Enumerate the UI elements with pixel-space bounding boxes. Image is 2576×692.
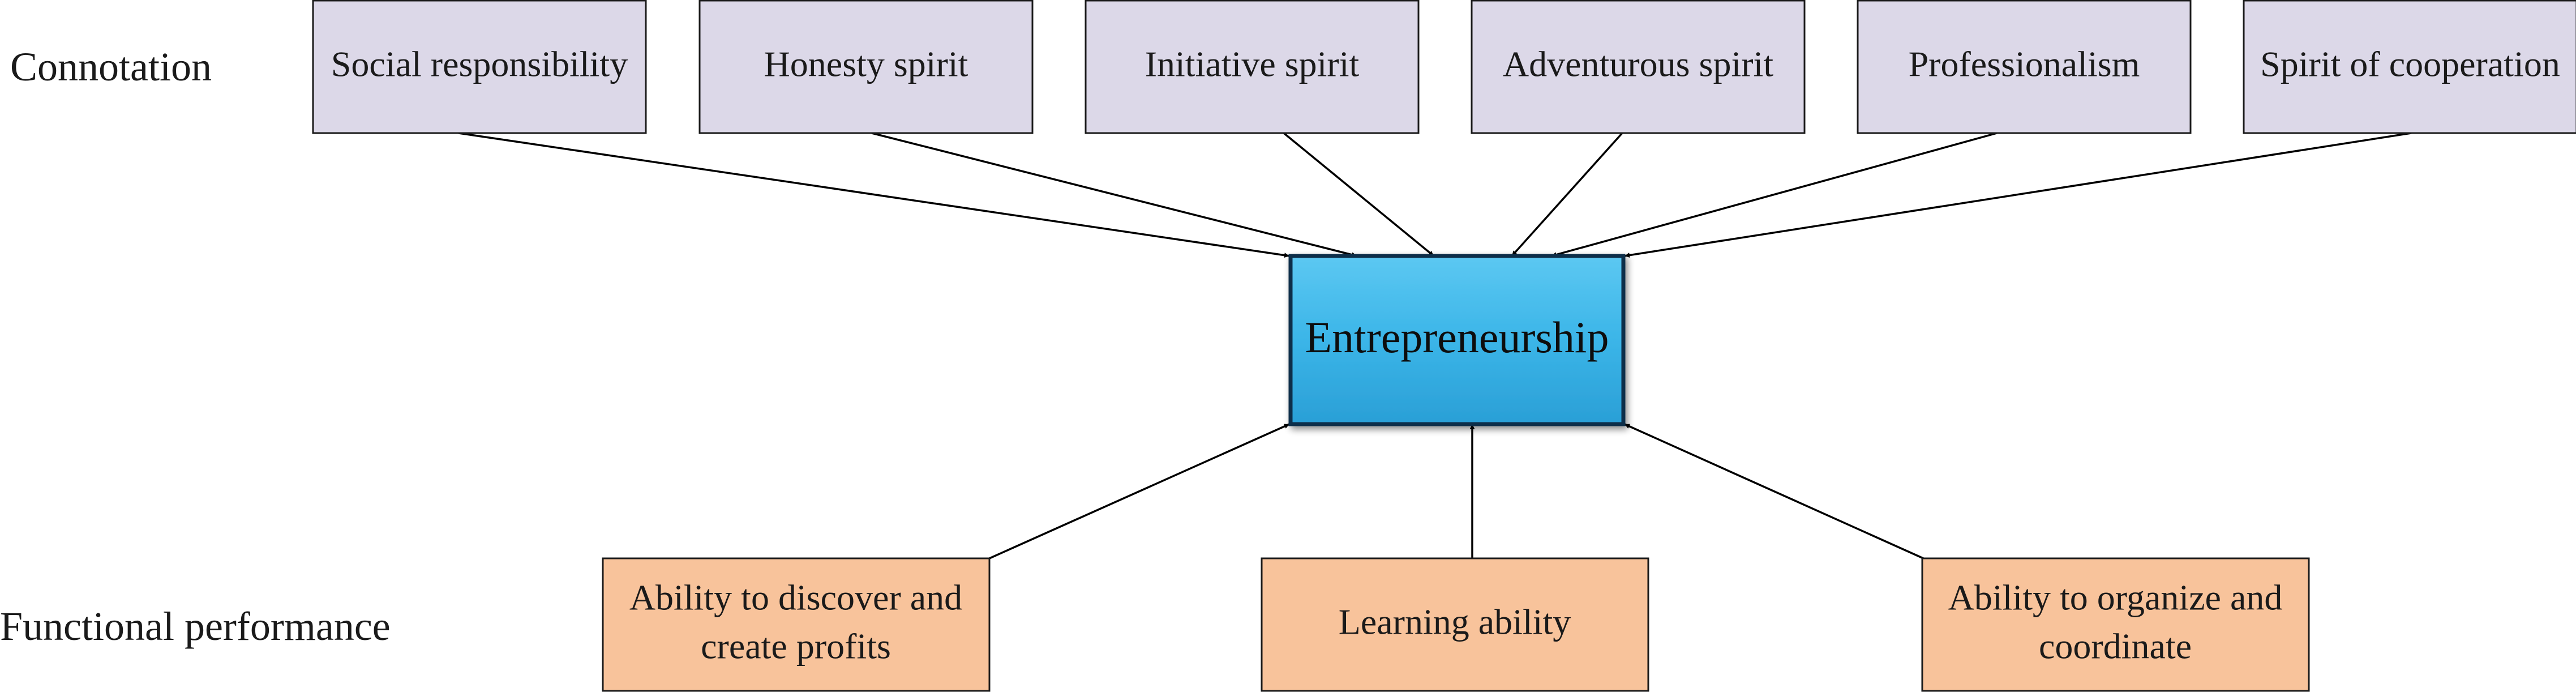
arrow-honesty-spirit (871, 132, 1357, 258)
connotation-label: Spirit of cooperation (2260, 44, 2560, 84)
arrow-initiative-spirit (1283, 132, 1435, 257)
connotation-label: Professionalism (1909, 44, 2140, 84)
connotation-label: Honesty spirit (764, 44, 968, 84)
functional-box-learning-ability: Learning ability (1261, 557, 1649, 692)
functional-label-line: create profits (701, 626, 891, 667)
connotation-box-social-responsibility: Social responsibility (312, 0, 647, 134)
arrow-discover-profits (989, 423, 1290, 559)
connotation-box-spirit-of-cooperation: Spirit of cooperation (2243, 0, 2576, 134)
connotation-box-adventurous-spirit: Adventurous spirit (1471, 0, 1806, 134)
arrow-organize-coordinate (1624, 423, 1924, 559)
arrow-adventurous-spirit (1511, 132, 1623, 257)
connotation-label: Adventurous spirit (1503, 44, 1773, 84)
functional-label-line: Ability to organize and (1948, 578, 2283, 618)
connotation-row: Social responsibility Honesty spirit Ini… (312, 0, 2576, 134)
functional-label-line: Learning ability (1339, 602, 1571, 642)
functional-label-line: Ability to discover and (629, 578, 962, 618)
connectors-bottom (989, 423, 1924, 559)
row-label-functional-performance: Functional performance (0, 604, 391, 649)
functional-box-discover-profits: Ability to discover and create profits (602, 557, 991, 692)
connotation-box-initiative-spirit: Initiative spirit (1085, 0, 1420, 134)
arrow-professionalism (1551, 132, 1998, 257)
center-label: Entrepreneurship (1305, 313, 1609, 362)
connotation-box-professionalism: Professionalism (1857, 0, 2192, 134)
functional-label-line: coordinate (2039, 626, 2192, 667)
arrow-social-responsibility (458, 132, 1290, 258)
arrow-spirit-of-cooperation (1624, 132, 2412, 258)
center-box-entrepreneurship: Entrepreneurship (1288, 254, 1626, 426)
connotation-box-honesty-spirit: Honesty spirit (698, 0, 1034, 134)
functional-row: Ability to discover and create profits L… (602, 557, 2310, 692)
connectors-top (458, 132, 2412, 258)
row-label-connotation: Connotation (10, 44, 212, 89)
functional-box-organize-coordinate: Ability to organize and coordinate (1921, 557, 2310, 692)
connotation-label: Initiative spirit (1145, 44, 1360, 84)
connotation-label: Social responsibility (331, 44, 628, 84)
